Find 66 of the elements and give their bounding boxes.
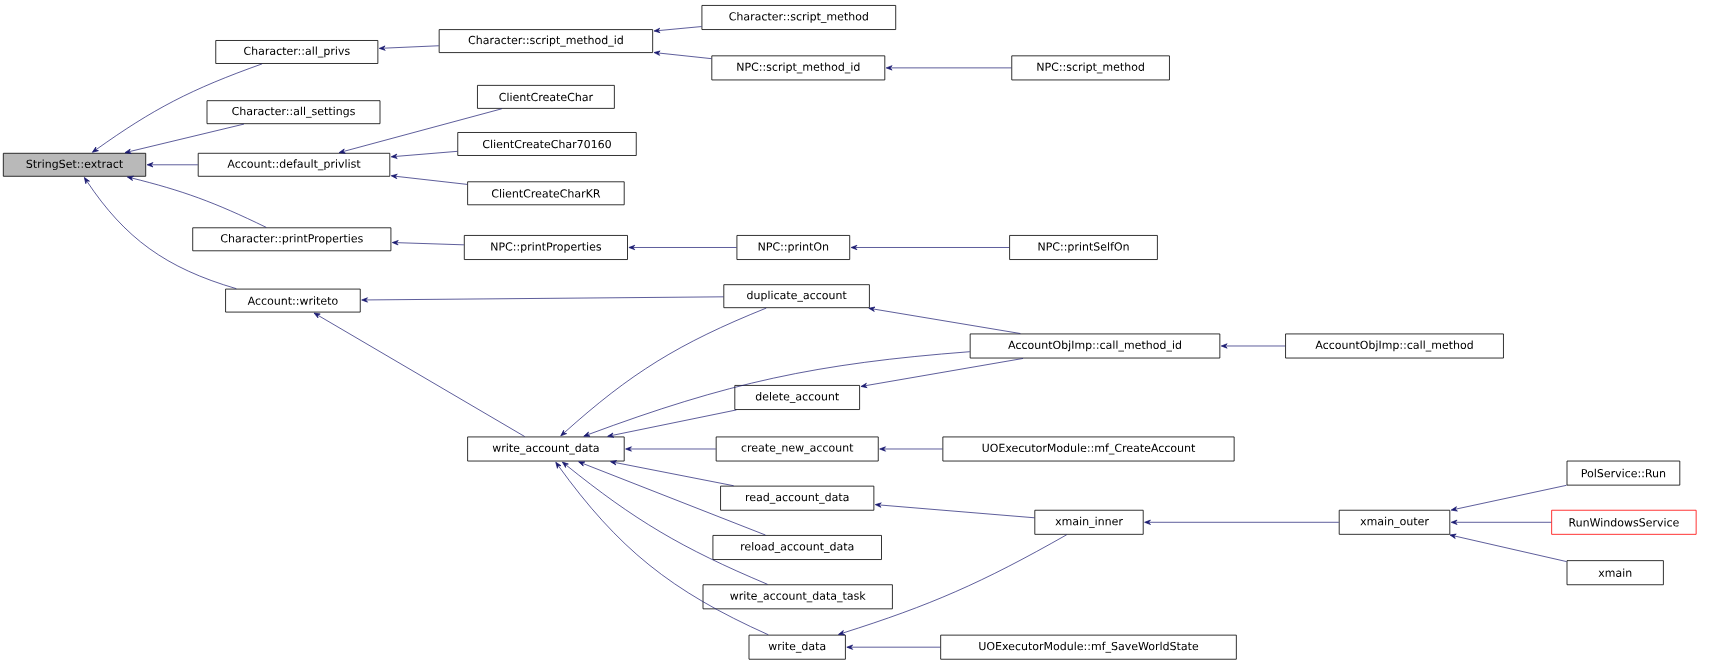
arrow [390,173,468,185]
function-box: RunWindowsService [1551,509,1697,535]
arrow [850,244,1010,251]
function-box: StringSet::extract [2,152,147,177]
function-box: Character::script_method [701,5,897,30]
function-box: write_data [748,634,846,660]
arrow [628,244,737,251]
arrow [610,460,734,487]
arrow [1449,533,1567,562]
arrow [146,162,199,168]
function-box: UOExecutorModule::mf_SaveWorldState [940,634,1237,660]
arrow [838,534,1068,636]
arrow [653,26,702,33]
function-box: delete_account [734,385,860,410]
arrow [92,63,263,153]
arrow [378,45,440,51]
arrow [555,461,769,636]
function-box: NPC::script_method [1011,55,1170,81]
arrow [625,446,717,452]
function-box: Character::printProperties [192,227,392,252]
function-box: UOExecutorModule::mf_CreateAccount [942,436,1235,462]
function-box: Character::script_method_id [438,29,654,53]
function-box: xmain_inner [1034,509,1144,535]
function-box: NPC::printSelfOn [1009,235,1158,260]
arrow [868,306,1021,334]
function-box: Character::all_privs [215,40,379,64]
function-box: PolService::Run [1566,460,1681,486]
arrow [84,177,237,290]
function-box: Character::all_settings [206,100,381,125]
arrow [126,175,267,228]
function-box: read_account_data [720,485,875,511]
arrow [1450,519,1552,525]
function-box: AccountObjImp::call_method [1285,333,1504,359]
arrow [885,65,1012,71]
arrow [1450,484,1567,512]
function-box: xmain [1566,560,1664,586]
function-box: reload_account_data [712,535,882,560]
function-box: ClientCreateChar [477,85,615,109]
function-box: create_new_account [715,436,879,462]
arrow [361,296,724,303]
function-box: write_account_data_task [702,584,893,610]
function-box: Account::writeto [225,288,361,313]
function-box: NPC::printOn [736,235,851,260]
arrow [1220,343,1286,349]
arrow [391,240,465,246]
arrow [560,307,767,437]
function-box: AccountObjImp::call_method_id [969,333,1221,359]
function-box: Account::default_privlist [197,152,391,177]
function-box: write_account_data [467,436,625,462]
arrow [653,50,712,59]
arrow [874,502,1035,519]
arrow [607,409,737,438]
arrow [860,358,1024,388]
arrow [124,123,245,154]
arrow [583,351,971,437]
arrow [846,644,941,650]
arrow [390,151,458,159]
function-box: duplicate_account [723,284,870,309]
arrow [313,312,526,437]
function-box: NPC::script_method_id [711,55,886,81]
function-box: xmain_outer [1338,509,1451,535]
arrow [1144,519,1340,525]
function-box: ClientCreateChar70160 [457,132,637,156]
function-box: NPC::printProperties [463,235,628,260]
function-box: ClientCreateCharKR [467,181,625,206]
arrow [879,446,943,452]
